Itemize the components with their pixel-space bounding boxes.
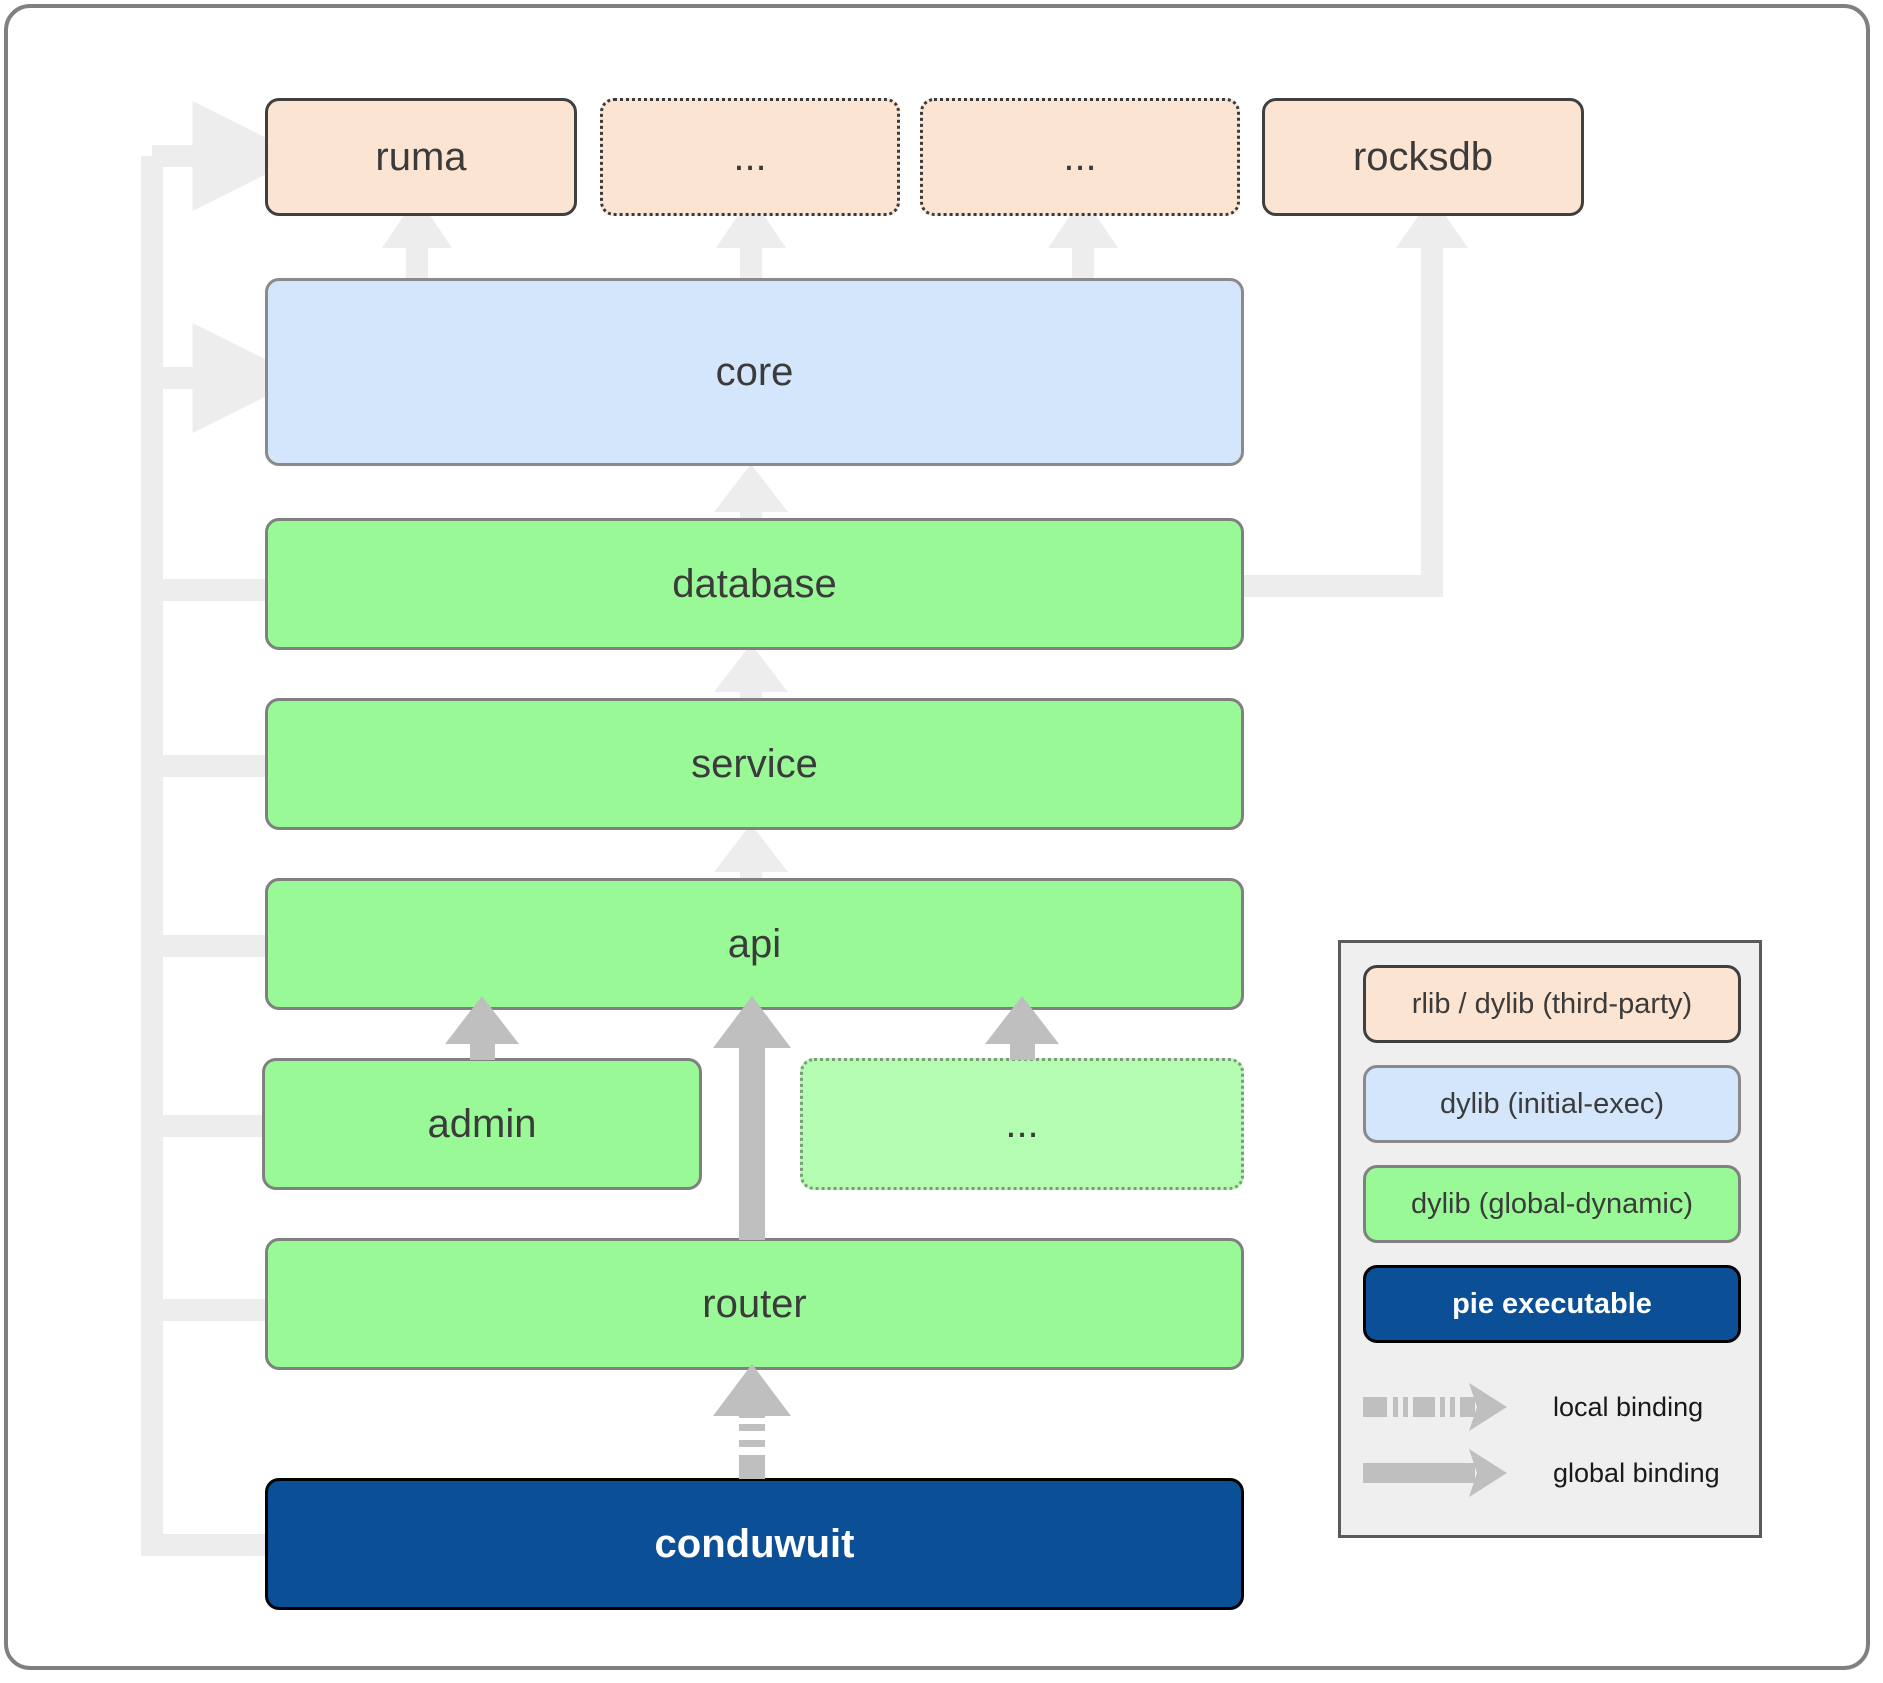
legend-chip-initial-exec-label: dylib (initial-exec) (1439, 1087, 1664, 1120)
node-rocksdb-label: rocksdb (1352, 135, 1494, 179)
legend-chip-pie-executable: pie executable (1363, 1265, 1741, 1343)
node-conduwuit[interactable]: conduwuit (265, 1478, 1244, 1610)
database-to-rocksdb-wire (1244, 196, 1468, 597)
node-ruma-label: ruma (375, 135, 467, 179)
node-ellipsis-top-2-label: ... (1063, 135, 1097, 179)
legend-chip-third-party: rlib / dylib (third-party) (1363, 965, 1741, 1043)
legend-local-binding-label: local binding (1553, 1391, 1704, 1422)
node-ellipsis-mid[interactable]: ... (800, 1058, 1244, 1190)
node-core-label: core (715, 350, 794, 394)
node-service-label: service (691, 742, 818, 786)
legend-chip-pie-executable-label: pie executable (1452, 1287, 1652, 1320)
node-admin[interactable]: admin (262, 1058, 702, 1190)
legend-chip-global-dynamic: dylib (global-dynamic) (1363, 1165, 1741, 1243)
local-binding-arrow-icon (1363, 1383, 1507, 1431)
node-router-label: router (702, 1282, 807, 1326)
legend-row-local-binding: local binding (1363, 1377, 1745, 1437)
legend-chip-third-party-label: rlib / dylib (third-party) (1411, 987, 1693, 1020)
node-conduwuit-label: conduwuit (654, 1522, 855, 1566)
legend-chip-initial-exec: dylib (initial-exec) (1363, 1065, 1741, 1143)
node-admin-label: admin (427, 1102, 537, 1146)
legend-panel: rlib / dylib (third-party) dylib (initia… (1338, 940, 1762, 1538)
node-ellipsis-mid-label: ... (1005, 1102, 1039, 1146)
node-ellipsis-top-2[interactable]: ... (920, 98, 1240, 216)
legend-global-binding-label: global binding (1553, 1457, 1720, 1488)
node-core[interactable]: core (265, 278, 1244, 466)
core-up-wires (382, 196, 1118, 282)
node-database-label: database (672, 562, 837, 606)
node-service[interactable]: service (265, 698, 1244, 830)
node-router[interactable]: router (265, 1238, 1244, 1370)
node-database[interactable]: database (265, 518, 1244, 650)
node-ruma[interactable]: ruma (265, 98, 577, 216)
node-rocksdb[interactable]: rocksdb (1262, 98, 1584, 216)
node-ellipsis-top-1-label: ... (733, 135, 767, 179)
node-ellipsis-top-1[interactable]: ... (600, 98, 900, 216)
node-api-label: api (727, 922, 782, 966)
trunk-wire (141, 101, 303, 1556)
legend-row-global-binding: global binding (1363, 1443, 1745, 1503)
global-binding-arrow-icon (1363, 1449, 1507, 1497)
node-api[interactable]: api (265, 878, 1244, 1010)
legend-chip-global-dynamic-label: dylib (global-dynamic) (1410, 1187, 1694, 1220)
